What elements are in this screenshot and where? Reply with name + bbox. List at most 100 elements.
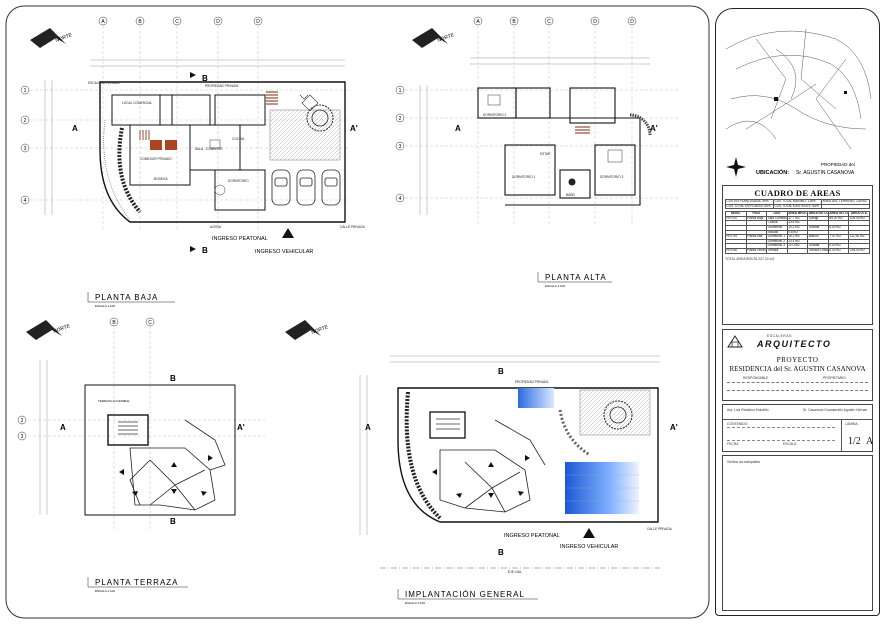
table-cell: Terraza Gradas (807, 247, 829, 254)
grid-number: 3 (399, 144, 402, 150)
location-value: Sr. AGUSTIN CASANOVA (796, 170, 855, 176)
grid-letter: D (593, 19, 597, 25)
section-marker: A' (350, 124, 358, 133)
room-label: DORMITORIO (228, 179, 249, 183)
area-cell: AREA DEL TERRENO: 235 m2 (821, 199, 870, 205)
brand-name: ARQUITECTO (757, 339, 832, 349)
propietario-label: PROPIETARIO (823, 376, 846, 380)
location-owner: PROPIEDAD del (821, 162, 855, 167)
plan-title: IMPLANTACIÓN GENERAL (405, 590, 525, 599)
table-cell: Planta Terraza (745, 247, 768, 254)
area-cell (821, 203, 870, 210)
area-cell: COS TOTAL EN PLANTA: 54% (725, 203, 774, 210)
location-map: PROPIEDAD del UBICACIÓN: Sr. AGUSTIN CAS… (725, 28, 872, 177)
compass-rose-icon (726, 157, 746, 177)
plan-title: PLANTA BAJA (95, 293, 158, 302)
section-marker: A' (237, 423, 245, 432)
grid-letter: B (138, 19, 142, 25)
plan-planta-baja: NORTE A B C D D 1 2 3 4 (20, 16, 366, 308)
sheet-revision: A (866, 436, 874, 447)
north-label: NORTE (53, 323, 72, 335)
title-block: PROPIEDAD del UBICACIÓN: Sr. AGUSTIN CAS… (715, 8, 880, 616)
table-cell (786, 247, 809, 254)
north-label: NORTE (311, 324, 330, 336)
section-marker: A' (670, 423, 678, 432)
project-label: PROYECTO (776, 356, 819, 364)
grid-number: 2 (24, 118, 27, 124)
north-label: NORTE (55, 32, 74, 44)
plan-title: PLANTA ALTA (545, 273, 607, 282)
stamps-box: Sellos municipales (722, 455, 873, 611)
owner-name: Sr. Casanova Guamanaño Agustín Hernan (803, 408, 868, 412)
room-label: PROPIEDAD PRIVADA (515, 380, 549, 384)
entry-label: INGRESO VEHICULAR (255, 249, 313, 255)
room-label: BODEGA (154, 177, 169, 181)
table-cell: Dormitorio 2 (766, 238, 788, 245)
grid-number: 2 (399, 116, 402, 122)
section-marker: A (365, 423, 371, 432)
pool (518, 388, 554, 408)
section-marker: B (170, 374, 176, 383)
room-label: ESCALERA PRIVADA (88, 81, 120, 85)
sheet-number: 1/2 (848, 436, 861, 447)
room-label: CALLE PRIVADA (340, 225, 366, 229)
area-cell: COS TOTAL EXISTENTE: 54% (773, 203, 822, 210)
table-header: AREA NO COMPUTABLE CANTIDAD (827, 211, 850, 217)
grid-letter: D (630, 19, 634, 25)
grid-number: 2 (21, 418, 24, 424)
grid-letter: B (512, 19, 516, 25)
room-label: COCINA (232, 137, 245, 141)
north-label: NORTE (437, 32, 456, 44)
table-cell: Dormitorio 3 (766, 243, 788, 249)
project-name: RESIDENCIA del Sr. AGUSTIN CASANOVA (729, 365, 866, 373)
responsable-label: RESPONSABLE (743, 376, 769, 380)
contenido-label: CONTENIDO (727, 422, 748, 426)
table-header: AREA BRUTA (786, 211, 809, 217)
grid-letter: D (256, 19, 260, 25)
logo-icon (727, 334, 743, 348)
plan-planta-terraza: NORTE B C 2 3 TERRAZA ACCESIBLE A A' B B (17, 317, 265, 593)
entry-label: INGRESO PEATONAL (504, 533, 560, 539)
table-cell: 6.00 m2 (827, 247, 850, 254)
grid-letter: C (547, 19, 551, 25)
plan-implantacion: NORTE PROPIEDAD PRIVADA CALLE PRIVADA EJ (285, 320, 678, 605)
sheet-border (5, 5, 710, 619)
plan-planta-alta: NORTE A B C D D 1 2 3 4 DORMITORIO (395, 16, 680, 288)
plan-scale: ESCALA 1:100 (545, 284, 565, 288)
north-arrow-icon: NORTE (30, 28, 74, 48)
grid-letter: C (175, 19, 179, 25)
fecha-label: FECHA (727, 442, 739, 446)
area-table-box: CUADRO DE AREAS COS EN PLANTA BAJA: 59%C… (722, 185, 873, 325)
table-cell: 235.00 m2 (848, 247, 870, 254)
plan-scale: ESCALA 1:100 (95, 589, 115, 593)
location-label: UBICACIÓN: (756, 168, 789, 176)
sheet-info-box: Arq. Luis Robalino Estudillo Sr. Casanov… (722, 404, 873, 452)
table-cell: N+5.88 (725, 247, 747, 254)
grid-number: 4 (399, 196, 402, 202)
table-cell: Terraza (766, 247, 788, 254)
north-arrow-icon: NORTE (285, 320, 330, 340)
grid-letter: D (216, 19, 220, 25)
section-marker: A (455, 124, 461, 133)
entry-label: INGRESO PEATONAL (212, 236, 268, 242)
stamps-label: Sellos municipales (727, 459, 761, 464)
section-marker: A' (650, 124, 658, 133)
room-label: LOCAL COMERCIAL (122, 101, 152, 105)
plan-scale: ESCALA 1:100 (405, 601, 425, 605)
brand-tagline: ESCALERAS (767, 334, 792, 338)
grid-number: 1 (24, 88, 27, 94)
room-label: DORMITORIO 2 (483, 113, 507, 117)
grid-letter: B (112, 320, 116, 326)
north-arrow-icon: NORTE (412, 28, 456, 48)
section-marker: A (60, 423, 66, 432)
room-label: COMEDOR PRIVADO (140, 157, 172, 161)
escala-label: ESCALA (783, 442, 797, 446)
room-label: EJE VIAL (508, 570, 522, 574)
room-label: ESTAR (540, 152, 551, 156)
area-cell: COS EN PLANTA BAJA: 59% (725, 199, 774, 205)
